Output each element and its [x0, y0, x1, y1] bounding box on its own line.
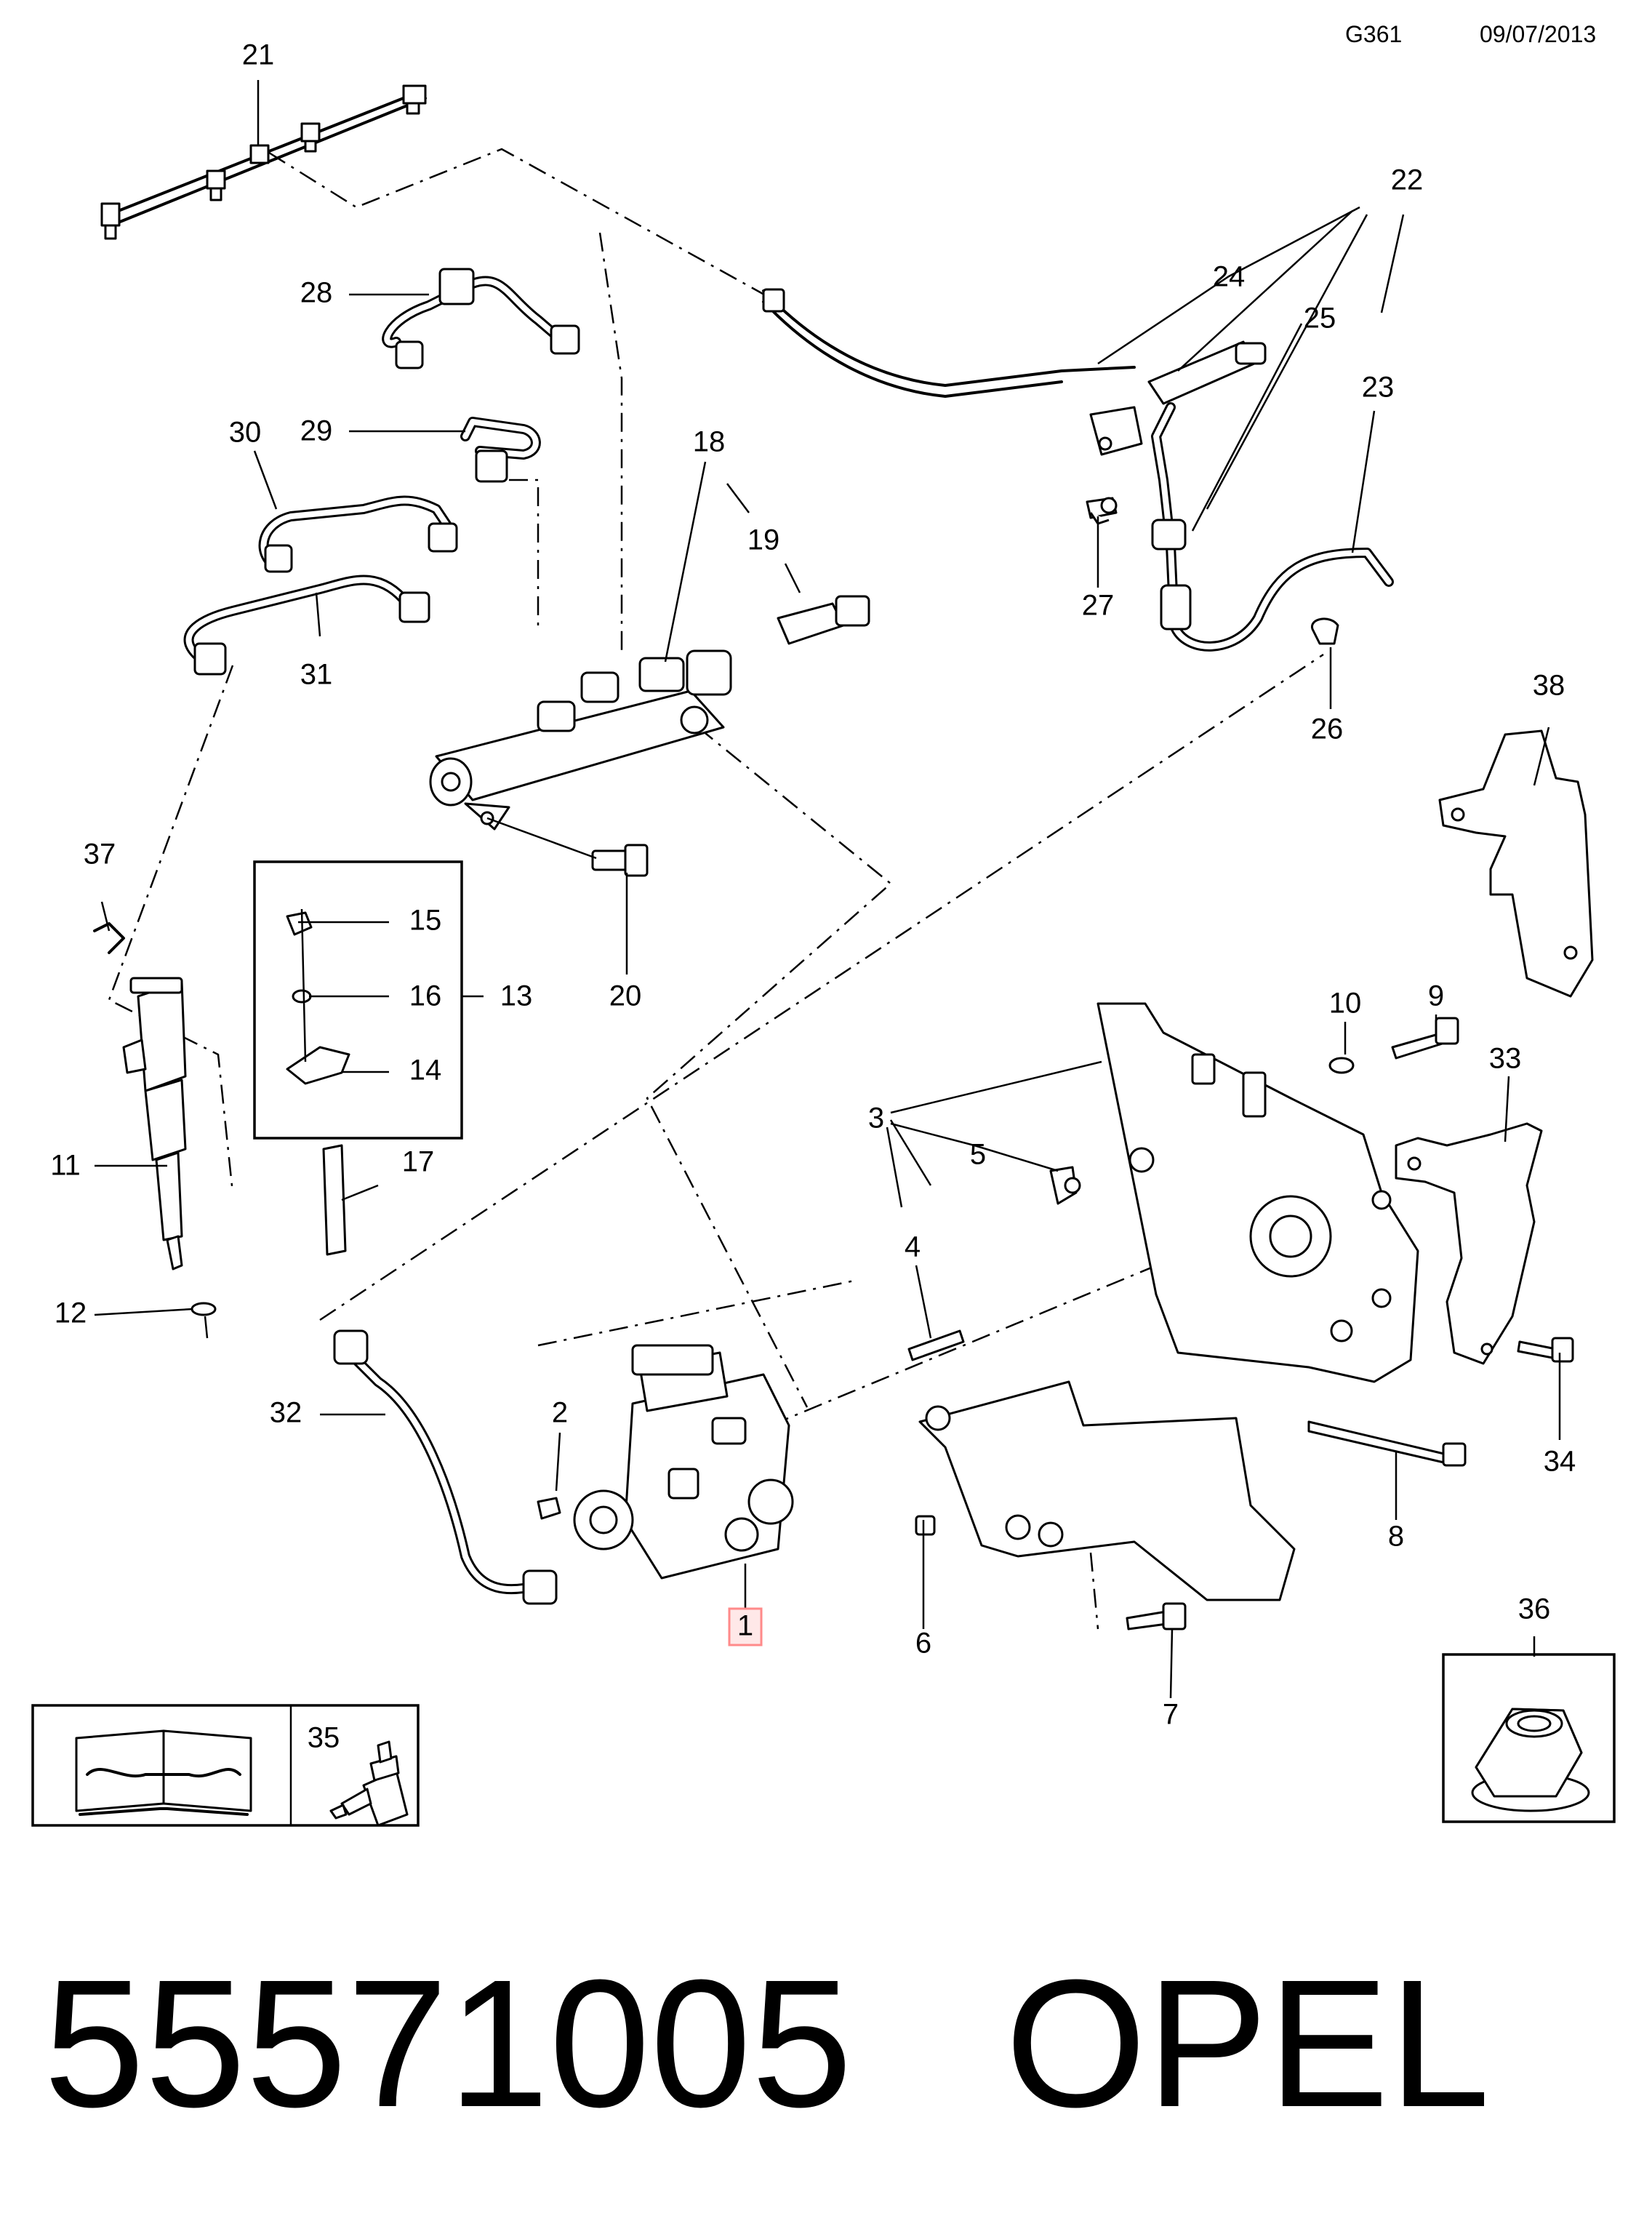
callout-21: 21 — [242, 39, 275, 71]
flange-nut-box — [1442, 1653, 1616, 1823]
callout-2: 2 — [552, 1397, 568, 1429]
injector-pipes — [183, 268, 580, 676]
callout-labels: 1 2 3 4 5 6 7 8 9 10 11 12 13 14 15 16 1… — [50, 39, 1576, 1754]
callout-17: 17 — [402, 1146, 435, 1178]
pump-pipe-32 — [333, 1329, 558, 1605]
part-number: 55571005 — [44, 1942, 853, 2145]
callout-33: 33 — [1489, 1043, 1522, 1075]
callout-20: 20 — [609, 980, 642, 1012]
brand-name: OPEL — [1005, 1942, 1491, 2145]
callout-14: 14 — [409, 1055, 442, 1087]
callout-1: 1 — [737, 1610, 753, 1642]
callout-leaders — [94, 80, 1561, 1699]
callout-1-highlight — [728, 1607, 763, 1646]
pump-bracket-3 — [907, 1002, 1467, 1630]
callout-18: 18 — [693, 426, 726, 458]
sealant-tube-icon — [329, 1740, 409, 1827]
callout-3: 3 — [868, 1103, 884, 1134]
callout-12: 12 — [55, 1297, 87, 1329]
callout-31: 31 — [300, 659, 333, 691]
high-pressure-pump-1 — [537, 1344, 794, 1580]
callout-27: 27 — [1082, 590, 1115, 622]
callout-37: 37 — [84, 839, 116, 871]
callout-36: 36 — [1518, 1593, 1551, 1625]
kit-13 — [253, 860, 463, 1256]
callout-4: 4 — [905, 1231, 921, 1263]
callout-7: 7 — [1163, 1699, 1179, 1731]
workshop-manual-icon — [75, 1729, 252, 1816]
callout-8: 8 — [1388, 1521, 1404, 1553]
callout-25: 25 — [1304, 303, 1336, 335]
return-line-rail-21 — [100, 84, 427, 240]
callout-16: 16 — [409, 980, 442, 1012]
callout-23: 23 — [1362, 372, 1395, 404]
callout-28: 28 — [300, 277, 333, 309]
callout-29: 29 — [300, 415, 333, 447]
callout-9: 9 — [1428, 980, 1444, 1012]
callout-5: 5 — [970, 1139, 986, 1171]
injector-11 — [93, 922, 217, 1339]
callout-32: 32 — [270, 1397, 302, 1429]
callout-30: 30 — [229, 417, 262, 449]
callout-35: 35 — [308, 1722, 340, 1754]
callout-34: 34 — [1544, 1446, 1576, 1478]
callout-19: 19 — [747, 524, 780, 556]
callout-13: 13 — [500, 980, 533, 1012]
return-hoses — [762, 288, 1394, 652]
fuel-rail-18 — [429, 595, 870, 877]
part-number-caption: 55571005 OPEL — [44, 1934, 1490, 2153]
diagram-date: 09/07/2013 — [1480, 21, 1596, 47]
torque-reference-box — [31, 1704, 420, 1827]
callout-24: 24 — [1213, 261, 1246, 293]
callout-38: 38 — [1533, 670, 1565, 702]
callout-11: 11 — [50, 1150, 81, 1182]
diagram-code: G361 — [1345, 21, 1402, 47]
callout-26: 26 — [1311, 713, 1344, 745]
callout-10: 10 — [1329, 988, 1362, 1020]
callout-6: 6 — [915, 1628, 931, 1660]
callout-15: 15 — [409, 905, 442, 937]
callout-22: 22 — [1391, 164, 1424, 196]
bracket-33 — [1395, 1122, 1574, 1365]
bracket-38 — [1438, 729, 1594, 998]
